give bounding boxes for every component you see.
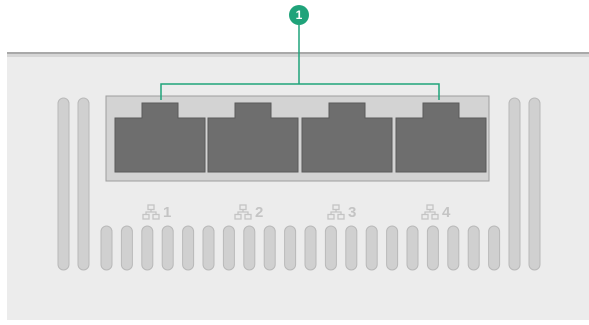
vent-slot (120, 225, 133, 271)
vent-slot (202, 225, 215, 271)
vent-slot (304, 225, 317, 271)
vent-slot (488, 225, 501, 271)
bottom-vents (100, 225, 501, 271)
port-number: 3 (348, 203, 357, 221)
vent-slot (141, 225, 154, 271)
device-top-edge (7, 52, 589, 54)
rj45-port-3 (301, 102, 393, 173)
vent-slot (57, 97, 70, 271)
vent-slot (222, 225, 235, 271)
network-icon (421, 204, 439, 220)
port-label-3: 3 (327, 200, 356, 224)
port-number: 1 (163, 203, 172, 221)
ethernet-ports (114, 102, 487, 173)
vent-slot (161, 225, 174, 271)
network-icon (234, 204, 252, 220)
device-panel (7, 52, 589, 320)
vent-slot (386, 225, 399, 271)
callout-number-badge: 1 (289, 5, 309, 25)
vent-slot (406, 225, 419, 271)
rj45-port-2 (207, 102, 299, 173)
vent-slot (77, 97, 90, 271)
vent-slot (528, 97, 541, 271)
port-number: 2 (255, 203, 264, 221)
port-label-1: 1 (142, 200, 171, 224)
vent-slot (447, 225, 460, 271)
vent-slot (284, 225, 297, 271)
vent-slot (324, 225, 337, 271)
vent-slot (263, 225, 276, 271)
port-label-2: 2 (234, 200, 263, 224)
vent-slot (345, 225, 358, 271)
network-icon (142, 204, 160, 220)
rj45-port-1 (114, 102, 206, 173)
left-side-vents (57, 97, 90, 271)
vent-slot (365, 225, 378, 271)
vent-slot (243, 225, 256, 271)
vent-slot (182, 225, 195, 271)
port-number: 4 (442, 203, 451, 221)
vent-slot (467, 225, 480, 271)
vent-slot (508, 97, 521, 271)
right-side-vents (508, 97, 541, 271)
callout-bracket (160, 25, 440, 100)
device-top-shadow (7, 54, 589, 57)
vent-slot (100, 225, 113, 271)
port-label-4: 4 (421, 200, 450, 224)
vent-slot (426, 225, 439, 271)
network-icon (327, 204, 345, 220)
rj45-port-4 (395, 102, 487, 173)
